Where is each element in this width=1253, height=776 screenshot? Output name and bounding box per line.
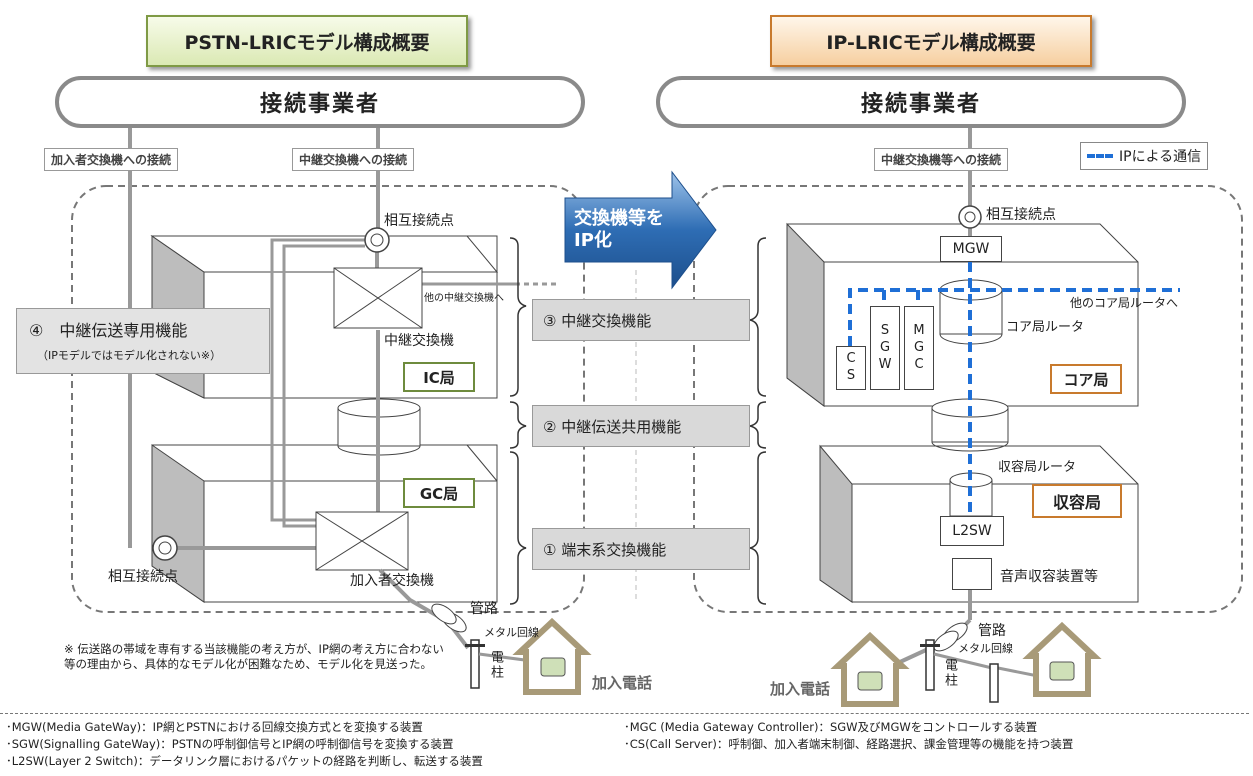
interconnect-point-right-label: 相互接続点 bbox=[986, 207, 1056, 223]
core-station-tag: コア局 bbox=[1050, 364, 1122, 394]
house-icon-left bbox=[512, 617, 592, 695]
ip-conversion-arrow bbox=[564, 170, 717, 290]
conn-transit-tag: 中継交換機への接続 bbox=[292, 148, 415, 171]
conduit-label-left: 管路 bbox=[470, 601, 498, 617]
sgw-box: SGW bbox=[870, 306, 900, 390]
interconnect-point-top-icon bbox=[364, 227, 390, 253]
cs-box: CS bbox=[836, 346, 866, 390]
conn-subscriber-tag: 加入者交換機への接続 bbox=[44, 148, 179, 171]
function-terminal-switching: ① 端末系交換機能 bbox=[532, 528, 750, 570]
transit-switch-icon bbox=[333, 267, 423, 329]
def-mgc: ･MGC (Media Gateway Controller)：SGW及びMGW… bbox=[624, 720, 1038, 734]
def-cs: ･CS(Call Server)：呼制御、加入者端末制御、経路選択、課金管理等の… bbox=[624, 737, 1074, 751]
ip-communication-lines bbox=[848, 262, 1180, 512]
left-carrier-pill: 接続事業者 bbox=[55, 76, 585, 128]
dedicated-function-label: ④ 中継伝送専用機能 bbox=[29, 321, 188, 340]
to-other-core-label: 他のコア局ルータへ bbox=[1070, 296, 1179, 310]
subscriber-switch-label: 加入者交換機 bbox=[350, 573, 434, 589]
interconnect-point-top-label: 相互接続点 bbox=[384, 213, 454, 229]
conduit-label-right: 管路 bbox=[978, 623, 1006, 639]
function-transit-transmission-shared: ② 中継伝送共用機能 bbox=[532, 405, 750, 447]
footnote: ※ 伝送路の帯域を専有する当該機能の考え方が、IP網の考え方に合わない等の理由か… bbox=[64, 642, 444, 671]
ip-legend: IPによる通信 bbox=[1080, 142, 1209, 170]
core-router-label: コア局ルータ bbox=[1006, 320, 1085, 335]
access-station-tag: 収容局 bbox=[1032, 484, 1122, 518]
utility-pole-icon-right-2 bbox=[989, 663, 999, 703]
voice-device-box bbox=[952, 558, 992, 590]
mgc-box: MGC bbox=[904, 306, 934, 390]
ip-conversion-label: 交換機等をIP化 bbox=[574, 208, 664, 251]
house-icon-right-2 bbox=[1022, 621, 1102, 697]
right-title: IP-LRICモデル構成概要 bbox=[770, 15, 1092, 67]
gc-station-tag: GC局 bbox=[403, 478, 475, 508]
subscriber-phone-right: 加入電話 bbox=[770, 680, 831, 698]
ic-station-tag: IC局 bbox=[403, 362, 475, 392]
voice-device-label: 音声収容装置等 bbox=[1000, 569, 1098, 585]
access-router-label: 収容局ルータ bbox=[998, 460, 1077, 475]
to-other-transit-label: 他の中継交換機へ bbox=[424, 293, 504, 304]
pole-label-right: 電柱 bbox=[942, 658, 957, 688]
def-mgw: ･MGW(Media GateWay)：IP網とPSTNにおける回線交換方式とを… bbox=[6, 720, 423, 734]
right-carrier-pill: 接続事業者 bbox=[656, 76, 1186, 128]
definitions-panel: ･MGW(Media GateWay)：IP網とPSTNにおける回線交換方式とを… bbox=[0, 713, 1249, 774]
house-icon-right-1 bbox=[830, 631, 910, 707]
interconnect-point-right-icon bbox=[958, 205, 982, 229]
l2sw-box: L2SW bbox=[940, 516, 1004, 546]
subscriber-phone-left: 加入電話 bbox=[592, 674, 653, 692]
pole-label-left: 電柱 bbox=[488, 650, 503, 680]
dedicated-function-box: ④ 中継伝送専用機能 （IPモデルではモデル化されない※） bbox=[16, 308, 270, 374]
mgw-box: MGW bbox=[940, 236, 1002, 262]
conduit-icon-left bbox=[431, 603, 467, 633]
ip-legend-label: IPによる通信 bbox=[1119, 149, 1202, 165]
transit-switch-label: 中継交換機 bbox=[384, 333, 454, 349]
ip-dashed-line-icon bbox=[1087, 154, 1113, 158]
def-sgw: ･SGW(Signalling GateWay)：PSTNの呼制御信号とIP網の… bbox=[6, 737, 454, 751]
metal-line-label-right: メタル回線 bbox=[958, 642, 1013, 655]
interconnect-point-bottom-label: 相互接続点 bbox=[108, 569, 178, 585]
def-l2sw: ･L2SW(Layer 2 Switch)：データリンク層におけるパケットの経路… bbox=[6, 754, 483, 768]
dedicated-function-note: （IPモデルではモデル化されない※） bbox=[37, 349, 222, 362]
interconnect-point-bottom-icon bbox=[152, 535, 178, 561]
utility-pole-icon-right bbox=[920, 639, 940, 691]
subscriber-switch-icon bbox=[315, 511, 409, 571]
conn-transit-ip-tag: 中継交換機等への接続 bbox=[874, 148, 1009, 171]
utility-pole-icon-left bbox=[465, 639, 485, 689]
left-network-area bbox=[71, 185, 585, 613]
left-title: PSTN-LRICモデル構成概要 bbox=[146, 15, 468, 67]
function-transit-switching: ③ 中継交換機能 bbox=[532, 299, 750, 341]
metal-line-label-left: メタル回線 bbox=[484, 626, 539, 639]
